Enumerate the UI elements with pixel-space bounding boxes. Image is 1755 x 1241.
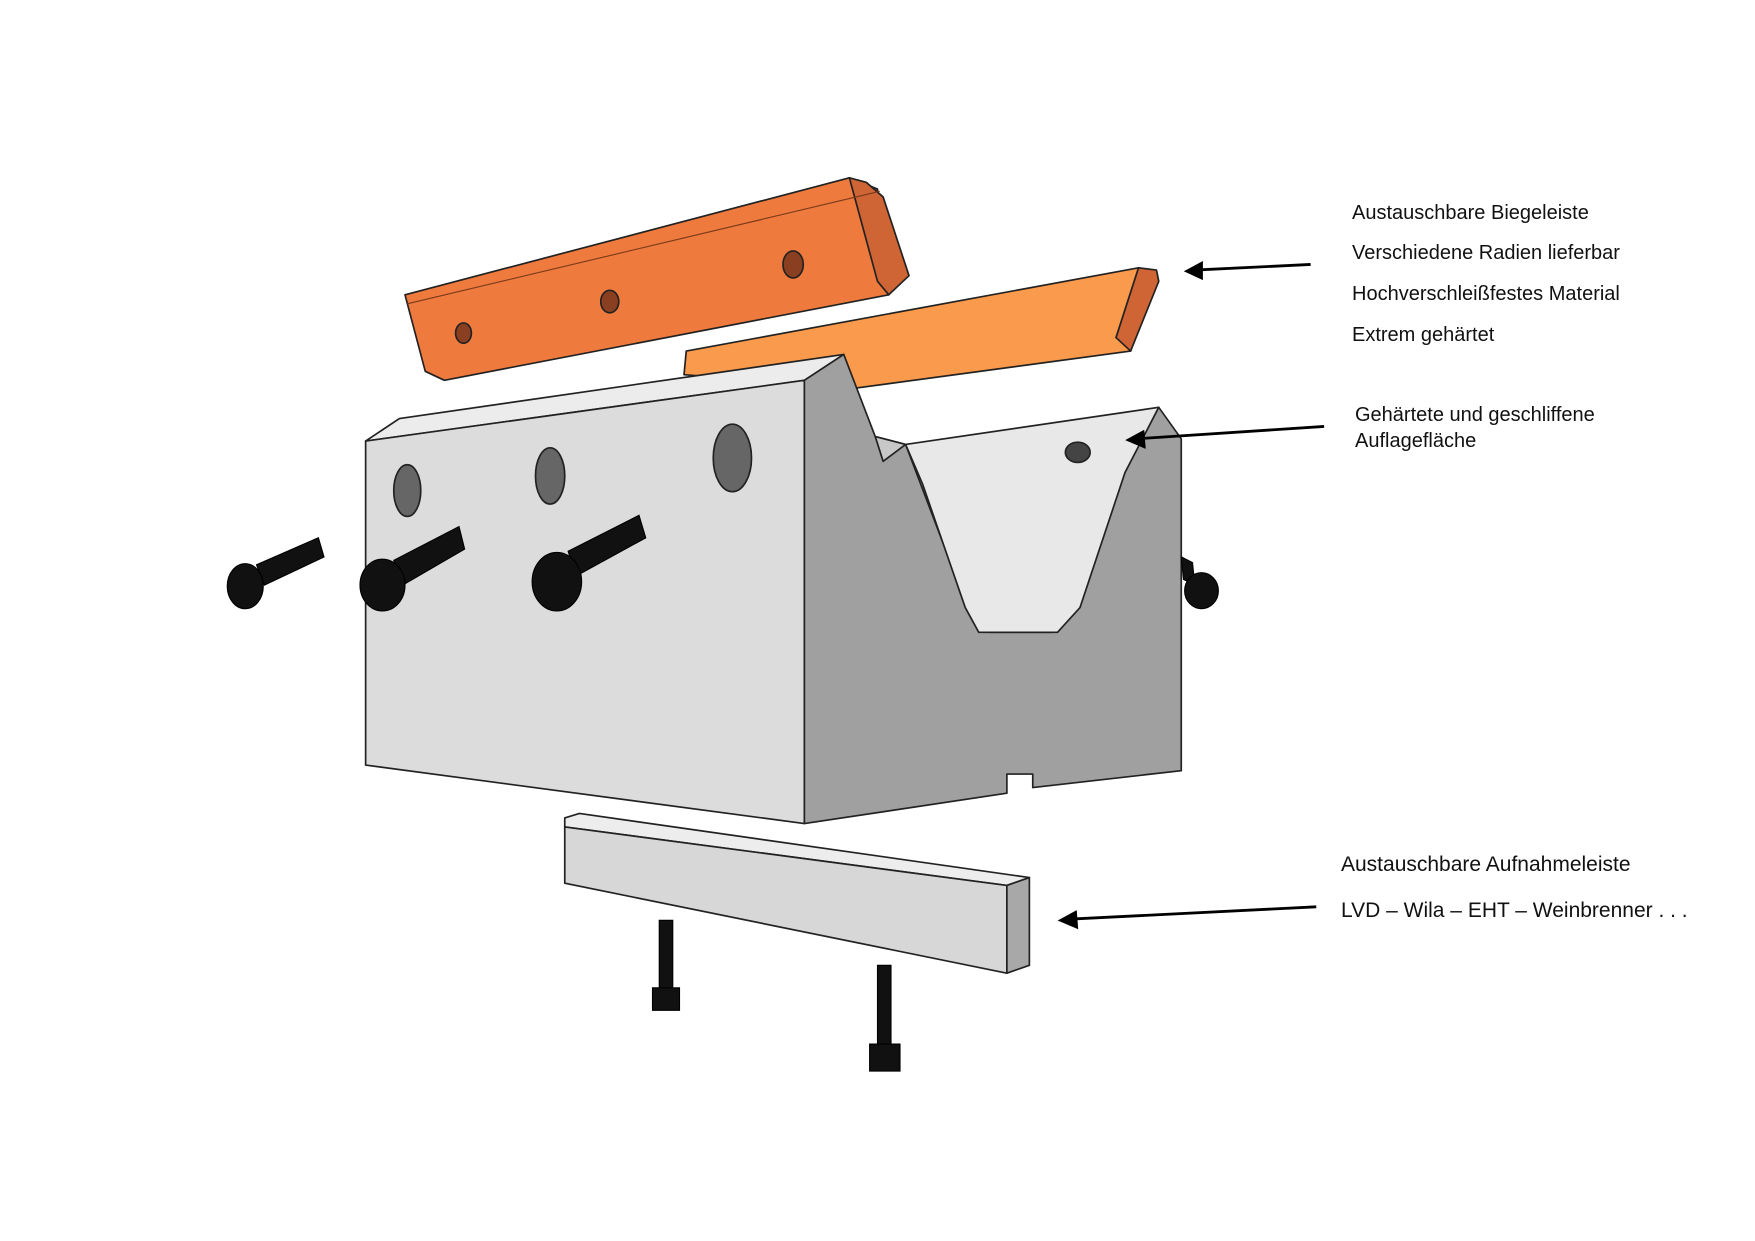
bending-bar-top [404, 176, 910, 382]
label-aufnahmeleiste: Austauschbare Aufnahmeleiste [1341, 853, 1631, 876]
label-radien: Verschiedene Radien lieferbar [1352, 242, 1620, 264]
holder-bar [563, 812, 1031, 975]
bolt-icon [651, 919, 681, 1011]
arrow-icon [1057, 905, 1317, 930]
arrow-icon [1183, 260, 1311, 281]
label-biegeleiste: Austauschbare Biegeleiste [1352, 202, 1589, 224]
die-block [364, 353, 1183, 825]
bolt-icon [869, 964, 901, 1072]
label-surface-2: Auflagefläche [1355, 430, 1477, 452]
label-gehaertet: Extrem gehärtet [1352, 324, 1495, 346]
bolt-icon [531, 514, 647, 612]
label-brands: LVD – Wila – EHT – Weinbrenner . . . [1341, 899, 1688, 922]
arrow-icon [1125, 425, 1325, 449]
bolt-icon [1180, 555, 1219, 610]
bending-bar-alt [683, 266, 1160, 390]
label-surface-1: Gehärtete und geschliffene [1355, 404, 1595, 426]
bolts [226, 514, 1219, 1072]
bolt-icon [359, 525, 466, 612]
bolt-icon [226, 537, 325, 610]
label-material: Hochverschleißfestes Material [1352, 283, 1620, 305]
